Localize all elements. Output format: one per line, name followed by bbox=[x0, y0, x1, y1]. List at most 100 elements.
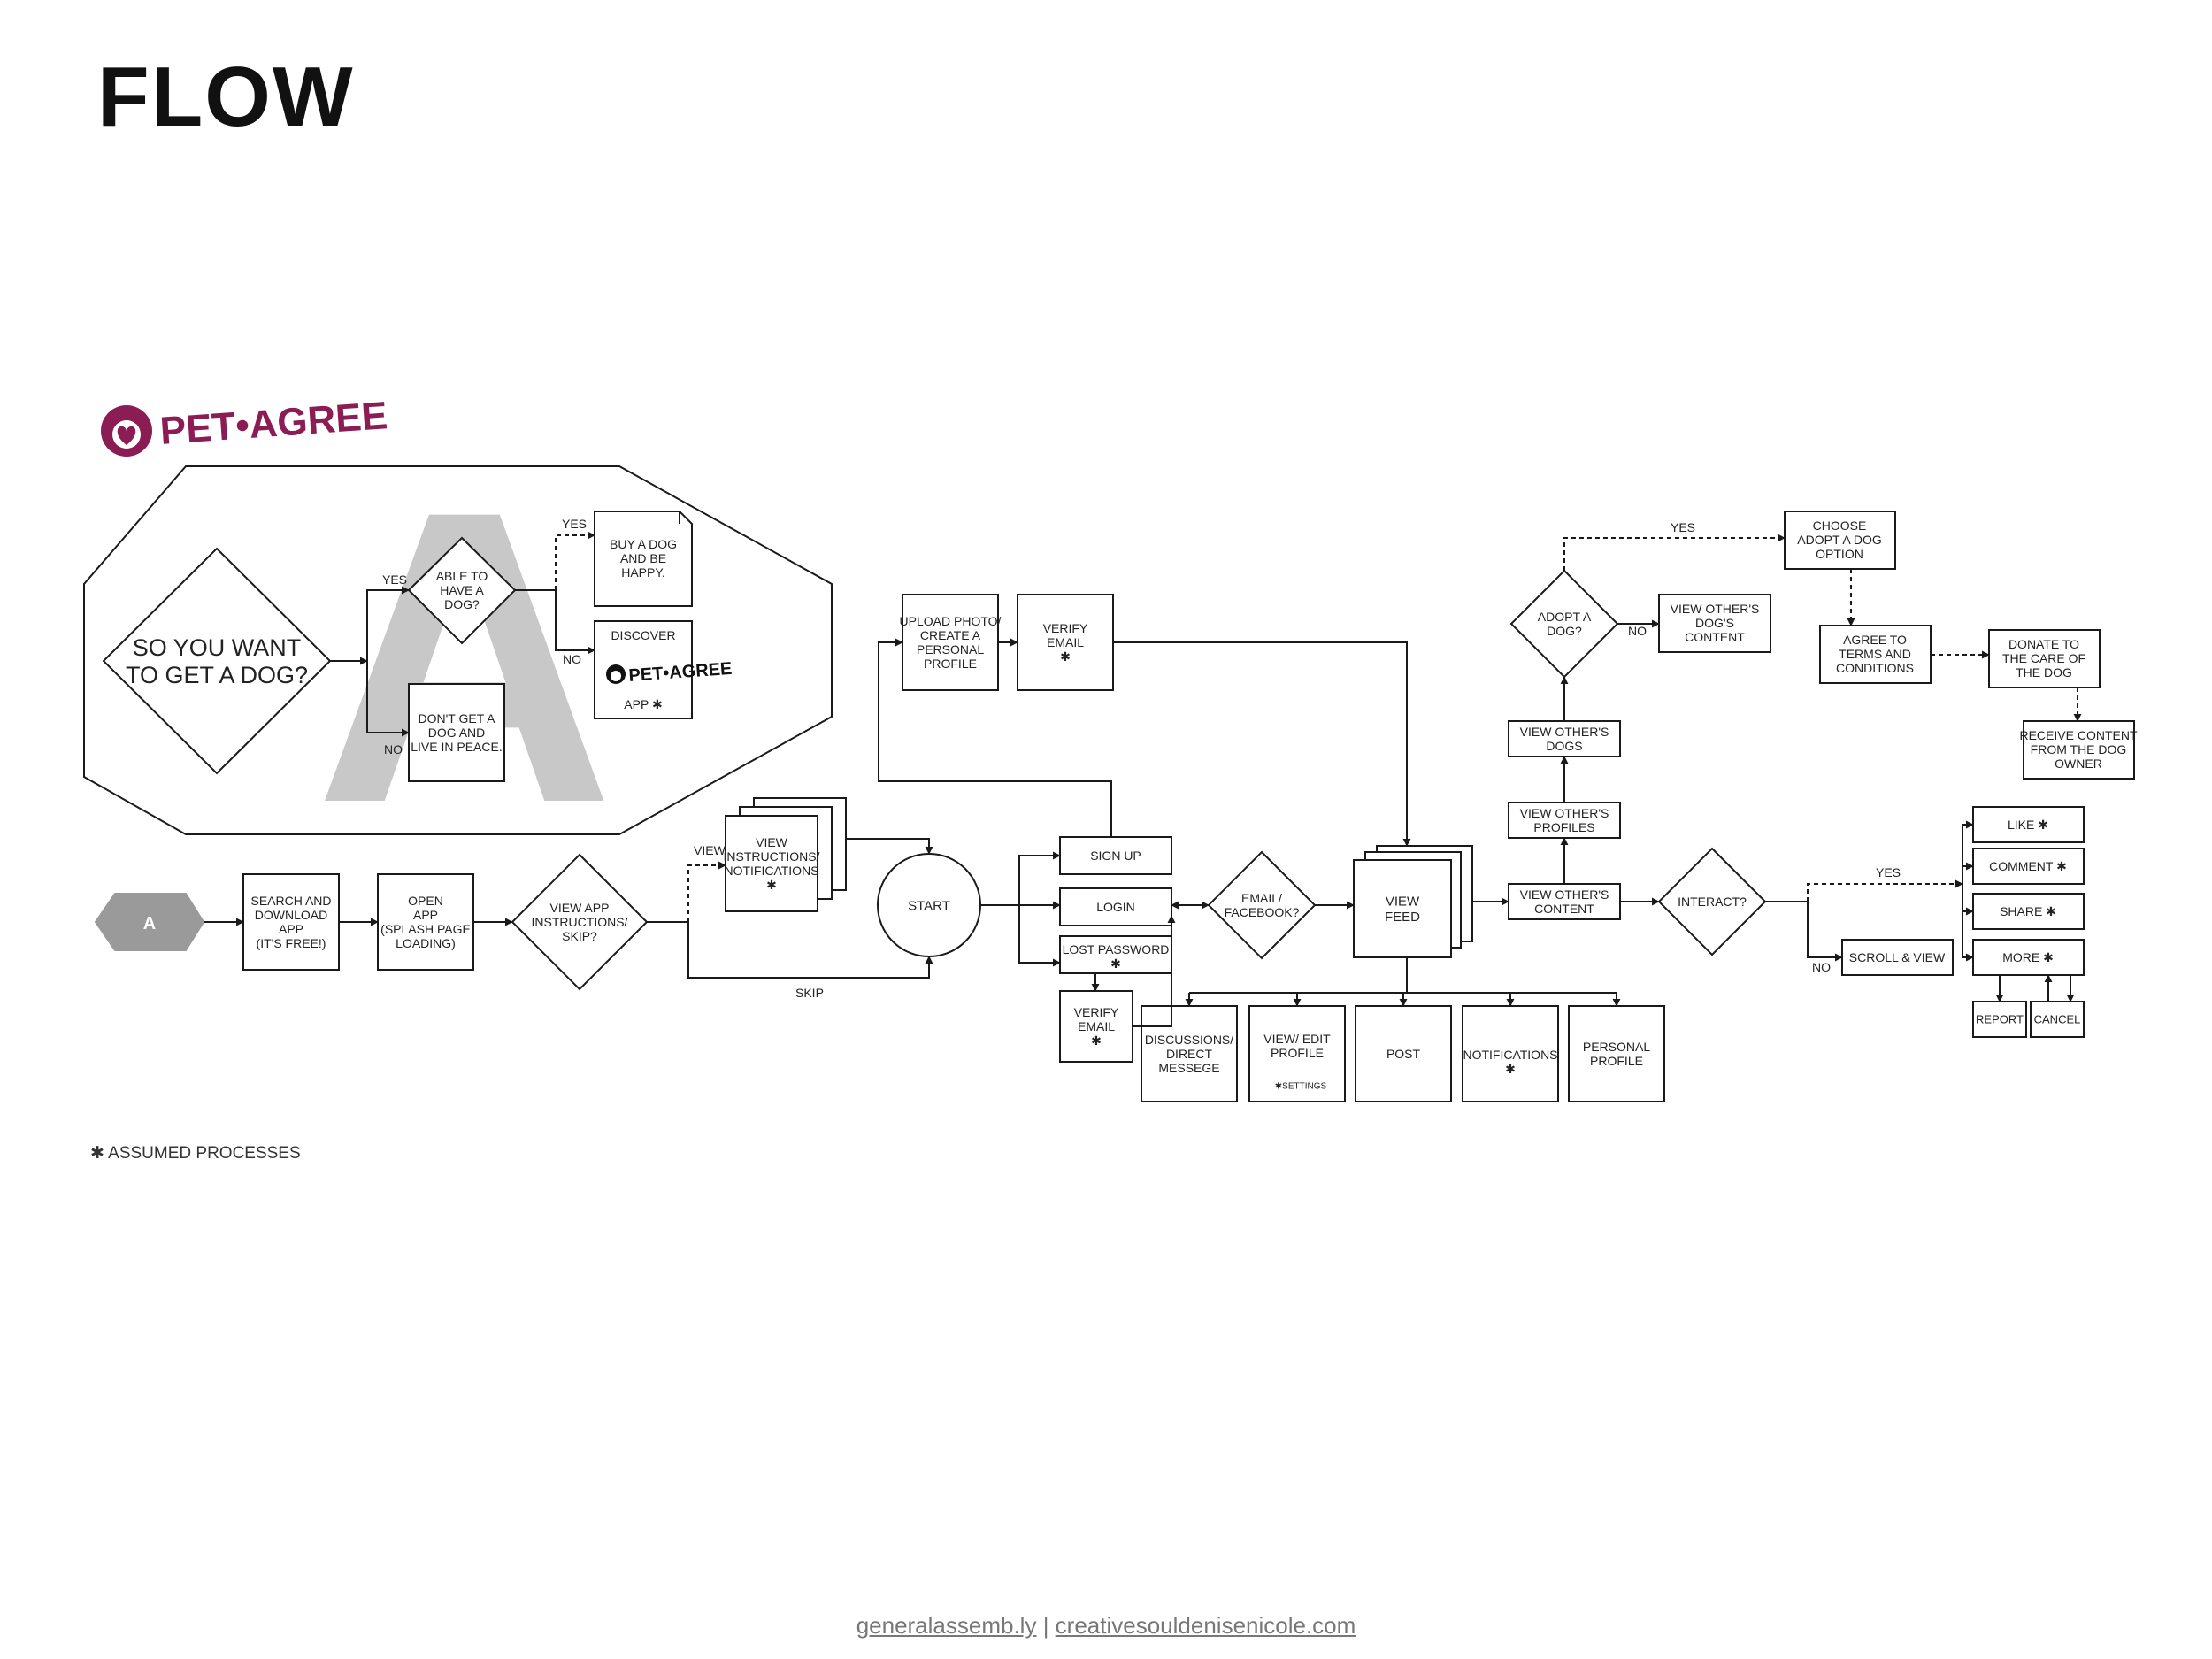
footer-link-creativesoul[interactable]: creativesouldenisenicole.com bbox=[1055, 1612, 1356, 1639]
view-feed-label-line: FEED bbox=[1385, 910, 1420, 925]
so-you-want-label-line: TO GET A DOG? bbox=[126, 662, 308, 688]
discussions-label-line: DISCUSSIONS/ bbox=[1145, 1033, 1233, 1047]
sign-up-label: SIGN UP bbox=[1090, 849, 1141, 863]
open-app-label-line: LOADING) bbox=[396, 936, 456, 950]
view-others-dogs-label-line: DOGS bbox=[1546, 739, 1582, 753]
open-app-label-line: OPEN bbox=[408, 894, 443, 908]
lost-password-label-line: ✱ bbox=[1110, 956, 1121, 971]
so-you-want-label-line: SO YOU WANT bbox=[133, 634, 302, 661]
start-label-line: START bbox=[908, 898, 950, 913]
verify-email-top-box[interactable] bbox=[1017, 594, 1114, 691]
email-facebook-decision[interactable] bbox=[1207, 850, 1317, 960]
upload-photo-box[interactable] bbox=[902, 594, 999, 691]
open-app-box[interactable] bbox=[377, 873, 474, 971]
login-box[interactable] bbox=[1059, 887, 1172, 926]
edge-view bbox=[687, 861, 726, 922]
discussions-label-line: DIRECT bbox=[1166, 1047, 1213, 1061]
view-others-dogs-content-label-line: VIEW OTHER'S bbox=[1671, 602, 1760, 616]
verify-email-bottom-label-line: ✱ bbox=[1091, 1033, 1102, 1048]
share-label: SHARE ✱ bbox=[2000, 904, 2056, 918]
view-others-content-label-line: VIEW OTHER'S bbox=[1520, 887, 1609, 902]
footer: generalassemb.ly | creativesouldenisenic… bbox=[0, 1612, 2212, 1640]
verify-email-bottom-label-line: VERIFY bbox=[1074, 1005, 1119, 1019]
view-feed-label-line: VIEW bbox=[1386, 895, 1420, 910]
dont-get-dog-label-line: LIVE IN PEACE. bbox=[411, 740, 502, 754]
view-edit-profile-box[interactable] bbox=[1248, 1005, 1346, 1102]
donate-label-line: THE DOG bbox=[2016, 665, 2072, 680]
edge-start-signup bbox=[1018, 851, 1061, 905]
buy-dog-label-line: BUY A DOG bbox=[610, 537, 677, 551]
search-download-label-line: (IT'S FREE!) bbox=[257, 936, 326, 950]
heart-icon bbox=[117, 426, 136, 445]
edge-label-yes-adopt: YES bbox=[1671, 520, 1695, 534]
dont-get-dog-label-line: DON'T GET A bbox=[419, 711, 496, 726]
view-app-instructions-decision[interactable] bbox=[511, 853, 649, 991]
search-download-label-line: SEARCH AND bbox=[250, 894, 331, 908]
post-label-line: POST bbox=[1386, 1047, 1421, 1061]
section-a-container bbox=[83, 465, 833, 835]
notifications-label: NOTIFICATIONS✱ bbox=[1463, 1048, 1557, 1076]
receive-content-label-line: FROM THE DOG bbox=[2031, 742, 2127, 757]
legend-assumed-processes: ✱ ASSUMED PROCESSES bbox=[90, 1144, 301, 1163]
view-others-dogs-content-label-line: CONTENT bbox=[1685, 630, 1745, 644]
discussions-label-line: MESSEGE bbox=[1158, 1061, 1219, 1075]
able-to-have-label-line: DOG? bbox=[444, 597, 480, 611]
lost-password-box[interactable] bbox=[1059, 935, 1172, 974]
discussions-box[interactable] bbox=[1141, 1005, 1238, 1102]
edge-signup-upload bbox=[878, 638, 1112, 837]
post-box[interactable] bbox=[1355, 1005, 1452, 1102]
interact-decision[interactable] bbox=[1657, 847, 1767, 956]
cancel-box[interactable] bbox=[2030, 1001, 2085, 1038]
personal-profile-label-line: PROFILE bbox=[1590, 1054, 1643, 1068]
more-label: MORE ✱ bbox=[2002, 950, 2054, 964]
verify-email-top-label-line: ✱ bbox=[1060, 649, 1071, 664]
edge-label-no-adopt: NO bbox=[1628, 624, 1647, 638]
a-marker[interactable] bbox=[94, 893, 205, 951]
edge-start-lost bbox=[1018, 905, 1061, 967]
view-others-dogs-label-line: VIEW OTHER'S bbox=[1520, 725, 1609, 739]
view-instructions-box[interactable] bbox=[725, 815, 818, 912]
so-you-want-decision[interactable] bbox=[102, 547, 332, 775]
lost-password-label-line: LOST PASSWORD bbox=[1063, 942, 1170, 956]
personal-profile-box[interactable] bbox=[1568, 1005, 1665, 1102]
edge-no-discover bbox=[555, 590, 595, 655]
footer-link-generalassembly[interactable]: generalassemb.ly bbox=[856, 1612, 1037, 1639]
share-box[interactable] bbox=[1972, 893, 2085, 930]
scroll-view-label: SCROLL & VIEW bbox=[1849, 950, 1946, 964]
edge-instructions-start bbox=[846, 838, 933, 855]
verify-email-bottom-label-line: EMAIL bbox=[1078, 1019, 1115, 1033]
able-to-have-decision[interactable] bbox=[407, 536, 517, 645]
donate-box[interactable] bbox=[1988, 629, 2101, 688]
verify-email-bottom-box[interactable] bbox=[1059, 990, 1133, 1063]
upload-photo-label-line: UPLOAD PHOTO/ bbox=[900, 614, 1002, 628]
notifications-label-line: ✱ bbox=[1505, 1062, 1516, 1076]
view-instructions-label-line: ✱ bbox=[766, 878, 777, 892]
receive-content-box[interactable] bbox=[2023, 720, 2135, 780]
comment-box[interactable] bbox=[1972, 848, 2085, 885]
comment-label: COMMENT ✱ bbox=[1989, 859, 2067, 873]
view-others-dogs-content-box[interactable] bbox=[1658, 594, 1771, 653]
choose-adopt-label-line: CHOOSE bbox=[1813, 518, 1867, 533]
report-label-line: REPORT bbox=[1976, 1013, 2024, 1026]
agree-terms-label-line: AGREE TO bbox=[1843, 633, 1907, 647]
email-facebook-label-line: EMAIL/ bbox=[1241, 891, 1282, 905]
view-feed-box[interactable] bbox=[1353, 859, 1452, 958]
buy-dog-document[interactable] bbox=[594, 511, 693, 607]
search-download-label-line: APP bbox=[279, 922, 303, 936]
dont-get-dog-box[interactable] bbox=[408, 683, 505, 782]
notifications-box[interactable] bbox=[1462, 1005, 1559, 1102]
sign-up-box[interactable] bbox=[1059, 836, 1172, 875]
donate-label-line: THE CARE OF bbox=[2002, 651, 2085, 665]
edge-yes-interact bbox=[1807, 879, 1963, 902]
choose-adopt-label-line: ADOPT A DOG bbox=[1797, 533, 1881, 547]
